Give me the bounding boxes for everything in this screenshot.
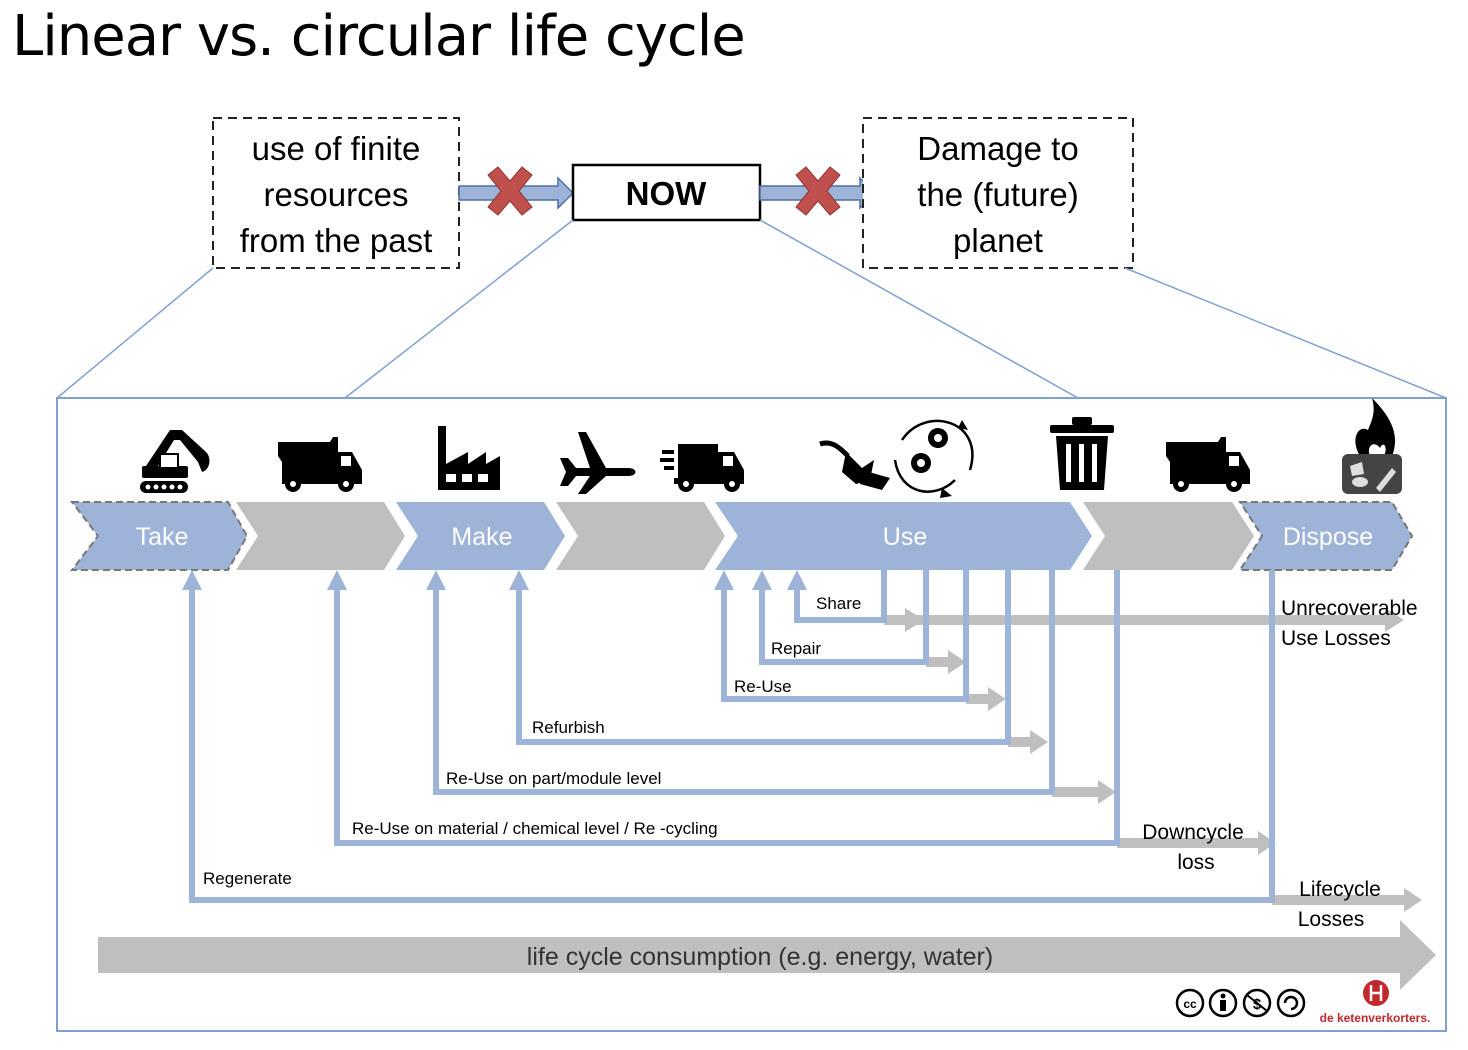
- future-box-line-1: Damage to: [917, 130, 1078, 167]
- loop-label-share: Share: [816, 594, 861, 613]
- page-title: Linear vs. circular life cycle: [12, 4, 746, 69]
- brand-name: de ketenverkorters.: [1320, 1011, 1431, 1025]
- repair-loss-arrow: [926, 650, 966, 674]
- future-box-line-3: planet: [953, 222, 1043, 259]
- loop-label-refurbish: Refurbish: [532, 718, 605, 737]
- unrecoverable-loss-arrow: [884, 608, 1404, 632]
- refurbish-loss-arrow: [1008, 730, 1048, 754]
- past-resources-box: use of finite resources from the past: [212, 117, 460, 269]
- sa-icon: [1276, 988, 1306, 1018]
- future-damage-box: Damage to the (future) planet: [862, 117, 1134, 269]
- unrecoverable-label-2: Use Losses: [1281, 627, 1391, 650]
- life-cycle-frame: [56, 397, 1447, 1032]
- burning-waste-icon: [1342, 398, 1402, 494]
- now-box: NOW: [571, 163, 762, 222]
- loop-label-regenerate: Regenerate: [203, 869, 292, 888]
- lifecycle-label-2: Losses: [1298, 908, 1365, 931]
- plug-and-gears-cycle-icon: [819, 419, 974, 498]
- past-box-line-2: resources: [264, 176, 409, 213]
- dump-truck-icon: [1166, 437, 1250, 492]
- stage-make-label: Make: [451, 523, 512, 551]
- stage-dispose: [1238, 501, 1414, 571]
- stage-use: [715, 502, 1092, 570]
- svg-text:cc: cc: [1183, 997, 1197, 1011]
- share-loss-arrow: [884, 608, 924, 632]
- stage-use-label: Use: [883, 523, 927, 551]
- stage-make: [396, 502, 565, 570]
- feedback-loops: [189, 570, 1275, 903]
- now-label: NOW: [626, 175, 708, 212]
- loop-arrowheads: [182, 570, 807, 590]
- cc-icon: cc: [1175, 988, 1205, 1018]
- license-icons: cc $: [1175, 988, 1306, 1018]
- excavator-icon: [140, 430, 210, 493]
- factory-icon: [438, 426, 500, 490]
- dump-truck-icon: [278, 437, 362, 492]
- trash-can-icon: [1050, 417, 1114, 490]
- cross-icon: [487, 166, 533, 216]
- part-loss-arrow: [1052, 780, 1116, 804]
- stage-transport-2: [556, 502, 725, 570]
- stage-chevrons: [69, 501, 1414, 571]
- lifecycle-label-1: Lifecycle: [1299, 878, 1381, 901]
- downcycle-loss-arrow: [1117, 831, 1276, 855]
- past-box-line-1: use of finite: [252, 130, 421, 167]
- lifecycle-loss-arrow: [1272, 888, 1422, 912]
- loop-repair: [759, 570, 929, 665]
- consumption-arrow: life cycle consumption (e.g. energy, wat…: [98, 920, 1436, 990]
- future-box-line-2: the (future): [917, 176, 1078, 213]
- nc-icon: $: [1242, 988, 1272, 1018]
- loop-label-material: Re-Use on material / chemical level / Re…: [352, 819, 718, 838]
- stage-dispose-label: Dispose: [1283, 523, 1373, 551]
- loop-share: [794, 570, 887, 623]
- loss-arrows: [884, 608, 1422, 912]
- reuse-loss-arrow: [966, 687, 1006, 711]
- stage-take: [69, 501, 249, 571]
- airplane-icon: [560, 432, 636, 494]
- downcycle-label-1: Downcycle: [1142, 821, 1244, 844]
- delivery-truck-icon: [660, 444, 744, 492]
- loop-label-repair: Repair: [771, 639, 821, 658]
- loop-reuse: [721, 570, 969, 702]
- loop-material: [334, 570, 1120, 846]
- brand-logo: de ketenverkorters.: [1320, 980, 1431, 1025]
- downcycle-label-2: loss: [1177, 851, 1214, 874]
- stage-take-label: Take: [136, 523, 189, 551]
- loop-label-reuse: Re-Use: [734, 677, 792, 696]
- stage-transport-3: [1083, 502, 1254, 570]
- unrecoverable-label-1: Unrecoverable: [1281, 597, 1418, 620]
- past-box-line-3: from the past: [240, 222, 433, 259]
- loop-regenerate: [189, 570, 1275, 903]
- by-icon: [1208, 988, 1238, 1018]
- loop-label-part-module: Re-Use on part/module level: [446, 769, 661, 788]
- loop-part-module: [433, 570, 1055, 795]
- cross-icon: [795, 166, 841, 216]
- zoom-lines: [56, 219, 1447, 399]
- stage-transport-1: [236, 502, 405, 570]
- loop-refurbish: [516, 570, 1011, 745]
- consumption-label: life cycle consumption (e.g. energy, wat…: [527, 943, 993, 971]
